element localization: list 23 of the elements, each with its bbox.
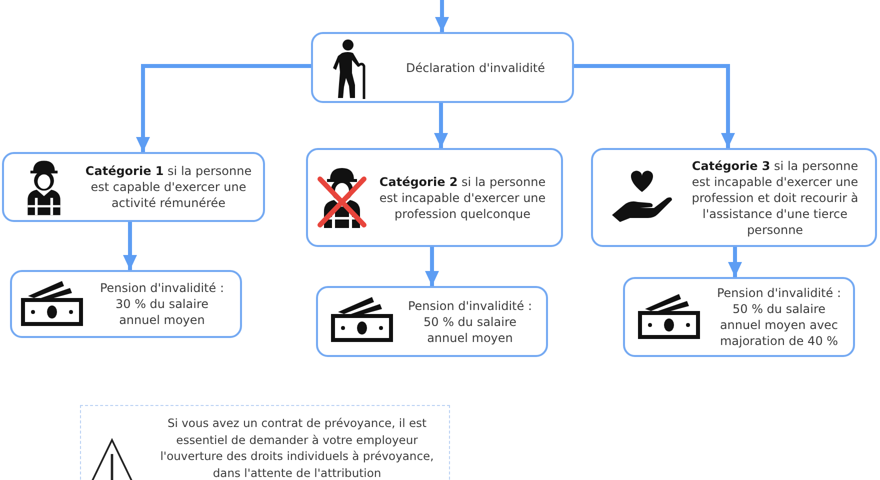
box-text: Catégorie 2 si la personne est incapable d'exercer une profession quelconque <box>378 174 547 222</box>
process-box <box>2 152 265 222</box>
process-box <box>591 148 877 247</box>
process-box <box>316 286 548 357</box>
box-text: Pension d'invalidité : 30 % du salaire annuel moyen <box>98 280 226 328</box>
arrow <box>123 222 137 270</box>
process-box <box>623 277 855 357</box>
box-text: Pension d'invalidité : 50 % du salaire annuel moyen avec majoration de 40 % <box>716 285 842 349</box>
process-box <box>10 270 242 338</box>
process-box <box>311 32 574 103</box>
arrow <box>136 64 311 152</box>
note-text: Si vous avez un contrat de prévoyance, il est essentiel de demander à votre employeur l'ouverture des droits individuels à prévoyance, dans l'attente de l'attribution <box>159 415 435 480</box>
box-text: Catégorie 3 si la personne est incapable d'exercer une profession et doit recourir à l'assistance d'une tierce personne <box>690 158 860 238</box>
arrow <box>425 247 439 286</box>
arrow <box>434 103 448 148</box>
note-box <box>80 405 450 480</box>
arrow <box>728 247 742 277</box>
box-text: Déclaration d'invalidité <box>406 60 545 76</box>
box-text: Pension d'invalidité : 50 % du salaire annuel moyen <box>406 298 534 346</box>
arrow <box>435 0 449 32</box>
box-text: Catégorie 1 si la personne est capable d'exercer une activité rémunérée <box>84 163 253 211</box>
arrow <box>574 64 735 148</box>
process-box <box>306 148 563 247</box>
